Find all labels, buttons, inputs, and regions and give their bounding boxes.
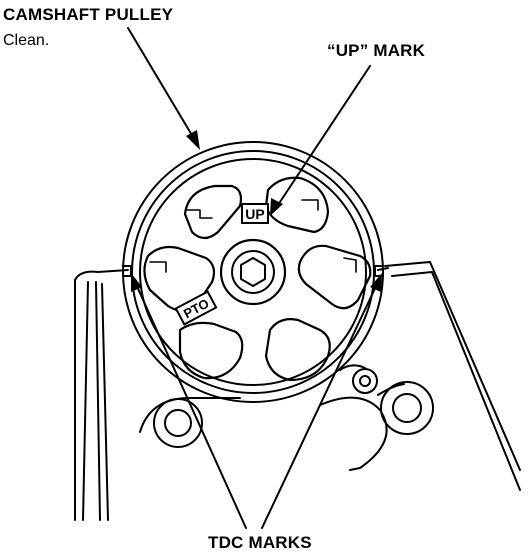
arrowhead-tdc-left: [131, 273, 142, 292]
arrowhead-tdc-right: [370, 273, 382, 292]
bolt-boss-right: [380, 381, 434, 435]
window-tab-right: [301, 199, 319, 211]
arrowhead-up: [270, 198, 283, 216]
up-mark-text: UP: [245, 206, 264, 222]
arrowheads: [131, 130, 382, 292]
bolt-hole-left: [164, 409, 192, 437]
spoke-window-2: [264, 176, 330, 234]
pulley-inner-rim: [139, 158, 367, 386]
spoke-window-1: [183, 184, 243, 240]
spoke-window-3: [297, 244, 372, 310]
bolt-hole-right: [392, 393, 422, 423]
leader-lines: [127, 27, 379, 529]
tdc-marks-label: TDC MARKS: [208, 533, 312, 552]
pulley-outer-rim: [122, 141, 384, 403]
window-tab-right-side: [343, 257, 357, 273]
pulley-hub-inner: [231, 250, 275, 294]
dowel-hole: [359, 375, 371, 387]
spoke-window-4: [264, 318, 331, 382]
dowel-boss: [352, 368, 378, 394]
arrowhead-pulley: [186, 130, 200, 150]
engine-cover-outline: [74, 261, 521, 521]
window-tab-left-side: [149, 261, 167, 273]
spoke-window-5: [178, 321, 244, 380]
up-mark-label: “UP” MARK: [327, 41, 426, 60]
up-mark: UP: [241, 203, 269, 224]
window-tab-left: [185, 209, 213, 219]
pulley-bolt-hex: [240, 257, 266, 287]
bolt-boss-left: [153, 398, 203, 448]
pulley-body: [122, 141, 384, 403]
clean-note: Clean.: [3, 32, 50, 49]
tdc-notches: [122, 265, 384, 277]
lower-housing: [139, 364, 434, 471]
camshaft-pulley-label: CAMSHAFT PULLEY: [3, 5, 174, 24]
pulley-hub-outer: [219, 238, 287, 306]
pto-mark: PTO: [174, 290, 218, 326]
